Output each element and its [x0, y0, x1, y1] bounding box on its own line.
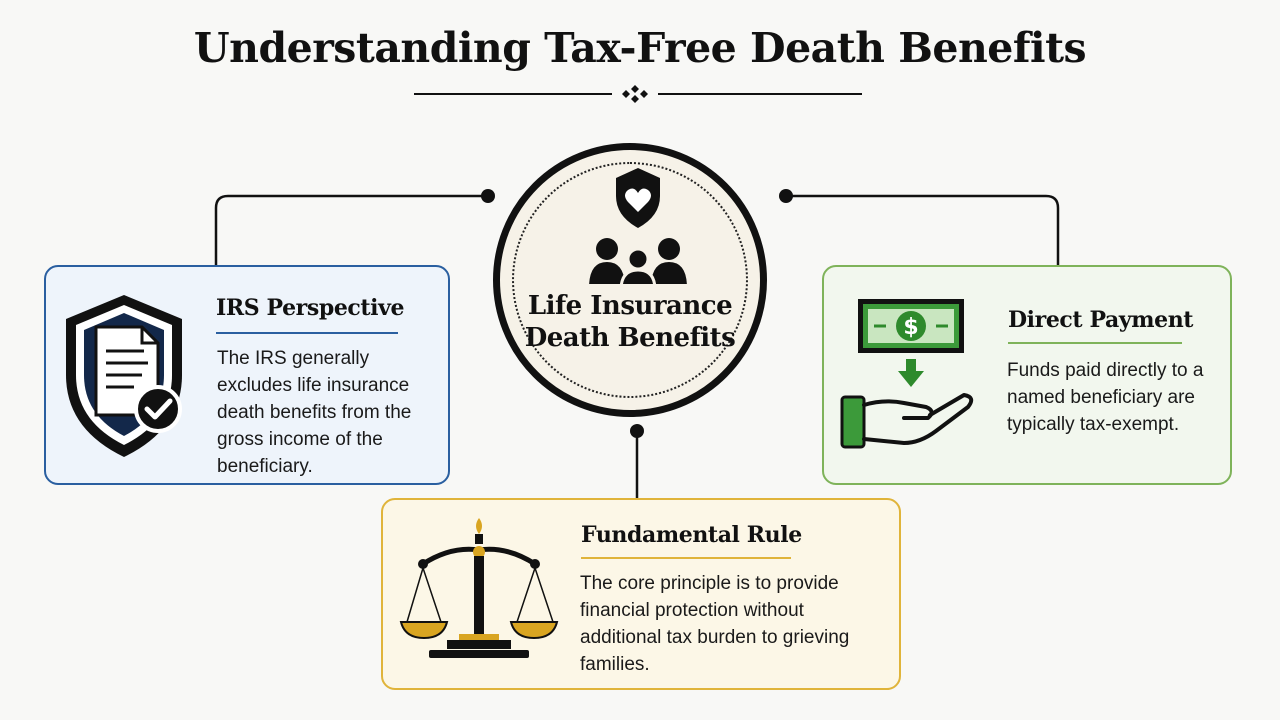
rule-title-underline [581, 557, 791, 559]
scales-of-justice-icon [399, 518, 559, 658]
central-label: Life Insurance Death Benefits [500, 290, 760, 354]
central-label-line-1: Life Insurance [527, 291, 733, 321]
irs-title-underline [216, 332, 398, 334]
direct-payment-title: Direct Payment [1008, 307, 1194, 333]
fundamental-rule-body: The core principle is to provide financi… [580, 573, 850, 675]
shield-heart-family-icon [589, 168, 687, 284]
irs-perspective-body: The IRS generally excludes life insuranc… [217, 348, 412, 477]
fundamental-rule-title: Fundamental Rule [581, 522, 802, 548]
direct-payment-card: $ Direct Payment Funds paid directly to … [822, 265, 1232, 485]
svg-text:$: $ [903, 315, 918, 340]
irs-perspective-card: IRS Perspective The IRS generally exclud… [44, 265, 450, 485]
payment-title-underline [1008, 342, 1182, 344]
fundamental-rule-card: Fundamental Rule The core principle is t… [381, 498, 901, 690]
money-hand-icon: $ [840, 299, 974, 449]
central-label-line-2: Death Benefits [524, 323, 736, 353]
page-title: Understanding Tax-Free Death Benefits [193, 24, 1087, 72]
irs-perspective-title: IRS Perspective [216, 295, 405, 321]
center-dotted-ring [512, 162, 748, 398]
shield-document-check-icon [66, 295, 182, 457]
direct-payment-body: Funds paid directly to a named beneficia… [1007, 360, 1204, 435]
title-divider-ornament [414, 85, 862, 103]
central-concept-node: Life Insurance Death Benefits [493, 143, 767, 417]
